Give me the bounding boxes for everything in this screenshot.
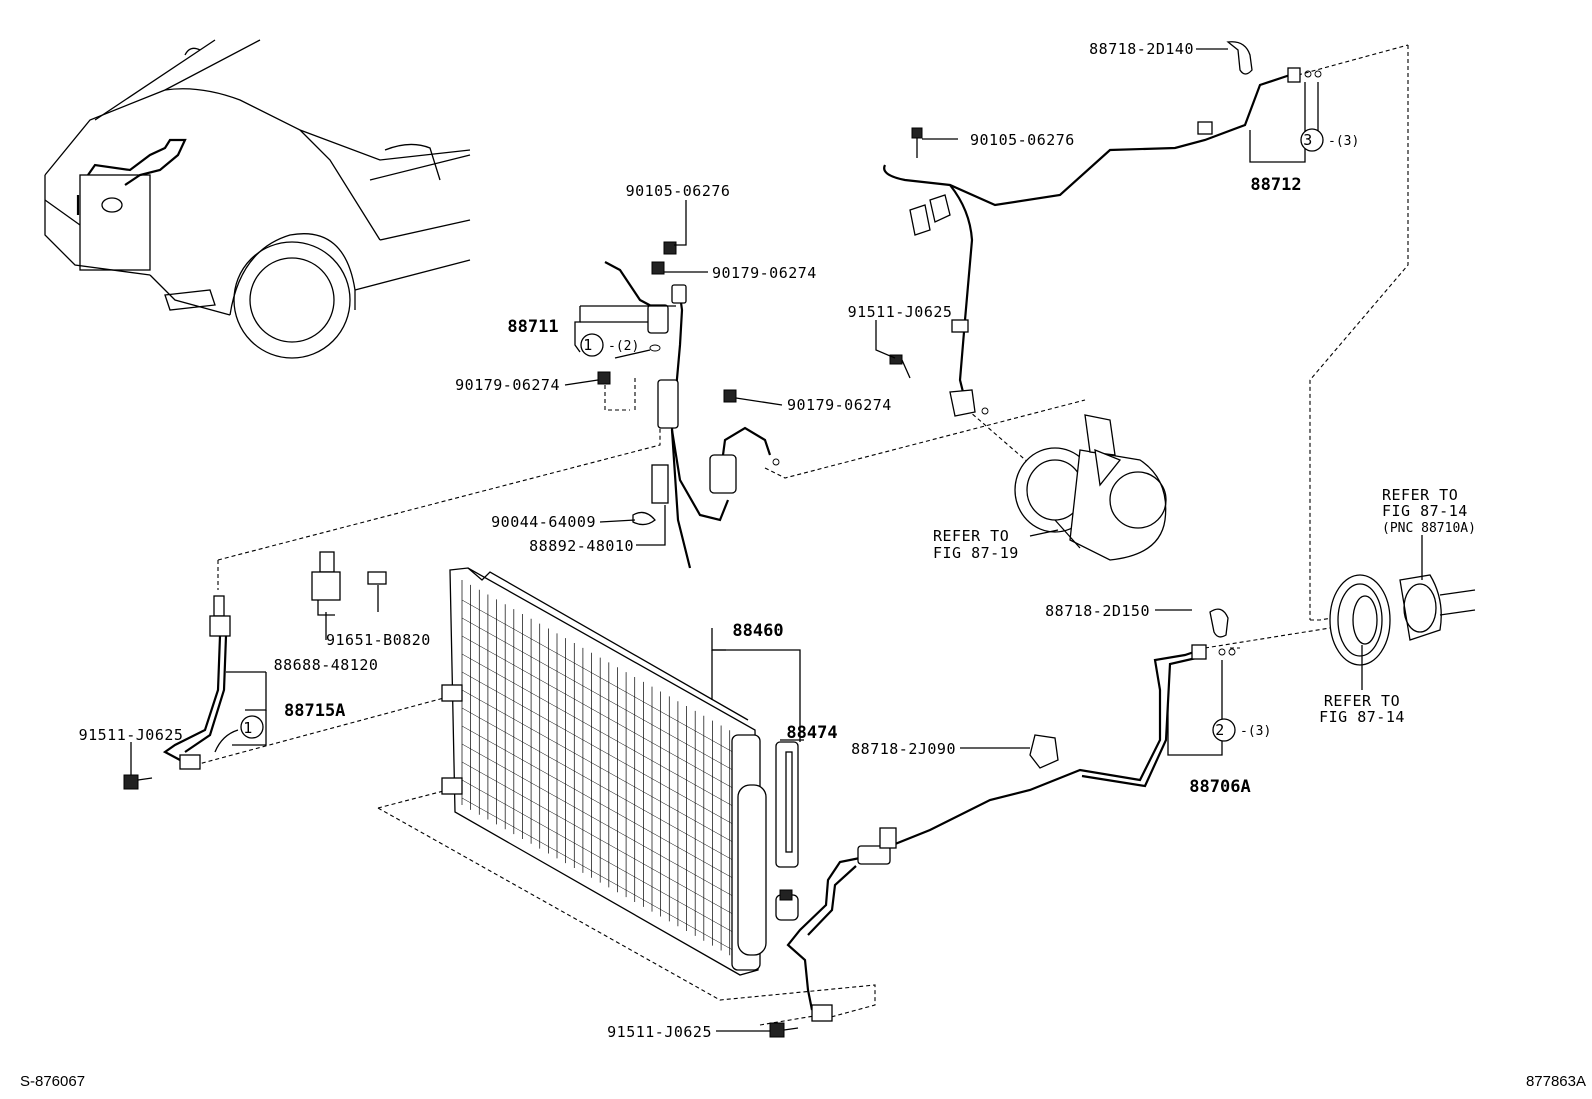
label-88715A: 88715A <box>284 701 345 721</box>
callout-1-upper: 1 <box>583 336 593 354</box>
label-88706A: 88706A <box>1189 777 1250 797</box>
label-90179-06274-top: 90179-06274 <box>712 264 817 282</box>
label-90105-06276-center: 90105-06276 <box>626 182 731 200</box>
callout-3-qty: -(3) <box>1328 134 1359 149</box>
callout-1-lower: 1 <box>243 719 253 737</box>
vehicle-inset-drawing <box>44 39 471 359</box>
solid-leader-lines <box>130 48 1423 1032</box>
refer-to-87-19-line2: FIG 87-19 <box>933 544 1019 562</box>
label-88718-2D150: 88718-2D150 <box>1045 602 1150 620</box>
footer: S-876067 877863A <box>20 1073 1586 1090</box>
circled-callouts <box>240 128 1324 742</box>
pipe-88715A-drawing <box>123 551 387 790</box>
compressor-drawing <box>1014 414 1167 561</box>
refer-to-87-14-bottom-line2: FIG 87-14 <box>1319 708 1405 726</box>
label-88688-48120: 88688-48120 <box>274 656 379 674</box>
condenser-drawing <box>441 567 799 976</box>
clutch-pulley-drawing <box>1329 574 1476 666</box>
callout-1-upper-qty: -(2) <box>608 339 639 354</box>
label-90179-06274-right: 90179-06274 <box>787 396 892 414</box>
label-88460: 88460 <box>732 621 783 641</box>
label-90044-64009: 90044-64009 <box>491 513 596 531</box>
refer-to-87-14-top-line2: FIG 87-14 <box>1382 502 1468 520</box>
label-88718-2J090: 88718-2J090 <box>851 740 956 758</box>
callout-2-qty: -(3) <box>1240 724 1271 739</box>
label-90179-06274-left: 90179-06274 <box>455 376 560 394</box>
pipe-88706A-drawing <box>769 608 1236 1038</box>
pipe-88711-drawing <box>597 241 780 569</box>
label-91511-J0625-bottom: 91511-J0625 <box>607 1023 712 1041</box>
callout-3: 3 <box>1303 131 1313 149</box>
label-88474: 88474 <box>786 723 837 743</box>
footer-right-code: 877863A <box>1526 1073 1586 1090</box>
part-number-labels: 88718-2D140 3 -(3) 88712 90105-06276 901… <box>79 40 1476 1041</box>
label-88718-2D140: 88718-2D140 <box>1089 40 1194 58</box>
label-90105-06276-right: 90105-06276 <box>970 131 1075 149</box>
label-88711: 88711 <box>507 317 558 337</box>
footer-left-code: S-876067 <box>20 1073 85 1090</box>
hose-88712-drawing <box>883 41 1322 417</box>
label-88892-48010: 88892-48010 <box>529 537 634 555</box>
refer-to-87-14-bottom-line1: REFER TO <box>1324 692 1400 710</box>
refer-to-87-14-top-line1: REFER TO <box>1382 486 1458 504</box>
label-91651-B0820: 91651-B0820 <box>326 631 431 649</box>
refer-to-87-19-line1: REFER TO <box>933 527 1009 545</box>
callout-2: 2 <box>1215 721 1225 739</box>
label-91511-J0625-left: 91511-J0625 <box>79 726 184 744</box>
label-88712: 88712 <box>1250 175 1301 195</box>
label-91511-J0625-upper: 91511-J0625 <box>848 303 953 321</box>
refer-to-87-14-top-line3: (PNC 88710A) <box>1382 521 1476 536</box>
dashed-leader-lines <box>194 44 1409 1026</box>
